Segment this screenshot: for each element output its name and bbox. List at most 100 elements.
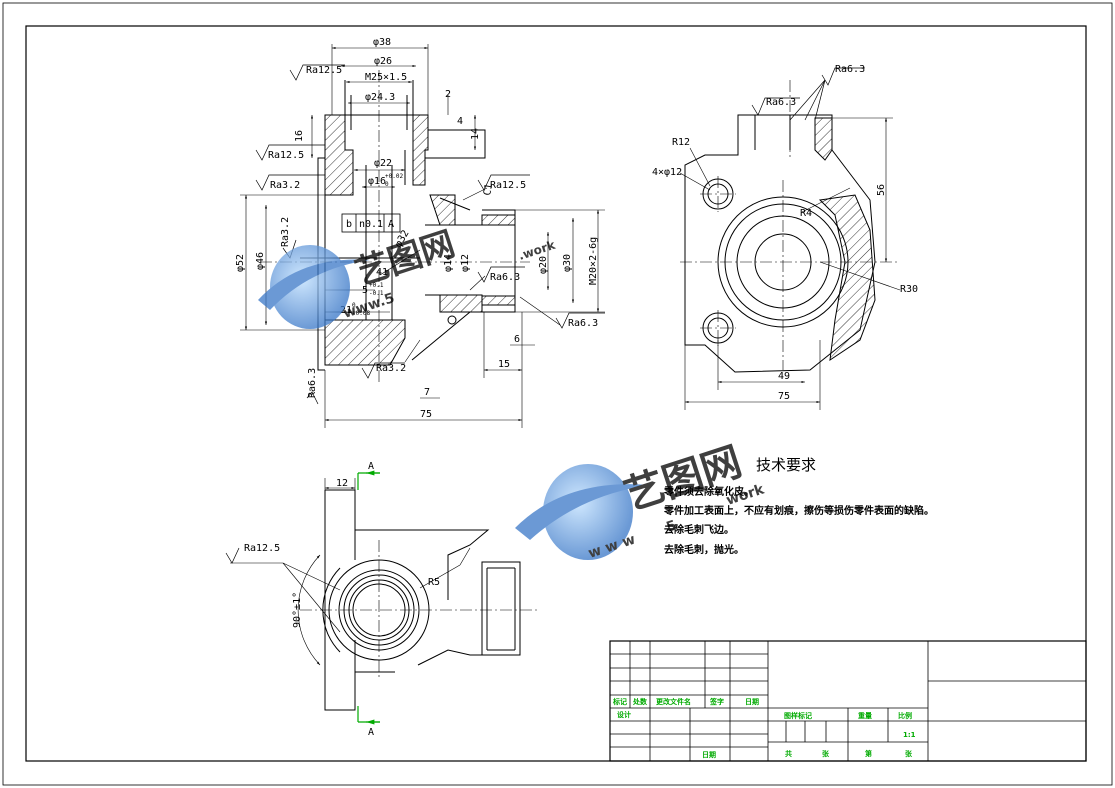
tech-req-title: 技术要求 xyxy=(756,456,816,474)
dim-d46: φ46 xyxy=(255,252,266,270)
dim-5: 5 xyxy=(362,285,368,296)
dim-21: 21 xyxy=(340,305,352,316)
dim-5-tol: +0.1 xyxy=(369,282,384,289)
side-hatching xyxy=(814,117,876,362)
tb-design: 设计 xyxy=(617,710,631,719)
ra-front-3: Ra3.2 xyxy=(270,180,300,191)
dim-d26: φ26 xyxy=(374,56,392,67)
watermark-url-2b: 5 xyxy=(664,518,678,536)
section-label-bottom: A xyxy=(368,727,374,738)
roughness-symbols xyxy=(255,64,605,405)
dim-56: 56 xyxy=(876,184,887,196)
tb-page-unit: 张 xyxy=(905,749,913,758)
tb-date: 日期 xyxy=(702,750,716,759)
top-view-labels: 12 R5 90°±1° A A Ra12.5 xyxy=(244,461,440,738)
dim-21-tol: 0 xyxy=(352,302,356,309)
dim-4-holes: 4×φ12 xyxy=(652,167,682,178)
dim-7: 7 xyxy=(424,387,430,398)
tb-label-date: 日期 xyxy=(745,697,759,706)
section-markers xyxy=(357,470,380,725)
dim-r5: R5 xyxy=(428,577,440,588)
dim-16: 16 xyxy=(294,130,305,142)
title-block xyxy=(609,640,1087,762)
dim-6: 6 xyxy=(514,334,520,345)
tb-scale: 比例 xyxy=(898,711,912,720)
top-dimension-lines xyxy=(230,478,471,666)
dim-d14: φ14 xyxy=(443,254,454,272)
dim-d22: φ22 xyxy=(374,158,392,169)
ra-front-1: Ra12.5 xyxy=(306,65,342,76)
dim-r30: R30 xyxy=(900,284,918,295)
tb-total: 共 xyxy=(785,749,792,758)
side-view xyxy=(679,67,901,410)
tb-label-change: 更改文件名 xyxy=(656,697,691,706)
ra-side-2: Ra6.3 xyxy=(766,97,796,108)
ra-front-7: Ra6.3 xyxy=(568,318,598,329)
dim-d16-tol2: 0 xyxy=(385,181,389,188)
dim-41: 41 xyxy=(376,267,388,278)
dim-d24-3: φ24.3 xyxy=(365,92,395,103)
dim-d30: φ30 xyxy=(562,254,573,272)
dim-d12: φ12 xyxy=(460,254,471,272)
tb-weight: 重量 xyxy=(858,711,872,720)
tb-label-mark: 标记 xyxy=(612,697,627,706)
tol-frame-value: n0.1 xyxy=(359,219,383,230)
tech-req-line-2: 零件加工表面上，不应有划痕，擦伤等损伤零件表面的缺陷。 xyxy=(663,504,934,517)
tech-req-line-3: 去除毛刺飞边。 xyxy=(664,523,734,536)
tol-frame-symbol: b xyxy=(346,219,352,230)
tech-req-line-4: 去除毛刺，抛光。 xyxy=(664,543,744,556)
dim-m20: M20×2-6g xyxy=(588,237,599,285)
dim-5-tol2: -0.1 xyxy=(369,290,384,297)
dim-15: 15 xyxy=(498,359,510,370)
front-view-labels: φ38 φ26 M25×1.5 φ24.3 2 4 14 16 φ22 φ16 … xyxy=(235,37,605,420)
dim-angle: 90°±1° xyxy=(292,592,303,628)
dim-4: 4 xyxy=(457,116,463,127)
dim-d38: φ38 xyxy=(373,37,391,48)
leader-lines xyxy=(379,187,561,363)
dim-d20: φ20 xyxy=(538,256,549,274)
dim-m25: M25×1.5 xyxy=(365,72,407,83)
geometric-tolerance-frame xyxy=(341,213,401,233)
ra-front-5: Ra12.5 xyxy=(490,180,526,191)
side-roughness-symbols xyxy=(751,67,865,121)
dim-d16: φ16 xyxy=(368,176,386,187)
ra-top-1: Ra12.5 xyxy=(244,543,280,554)
dim-d16-tol: +0.02 xyxy=(385,173,403,180)
tb-page: 第 xyxy=(865,749,872,758)
tb-label-sign: 签字 xyxy=(709,697,724,706)
side-dimension-lines xyxy=(679,117,901,410)
ra-front-2: Ra12.5 xyxy=(268,150,304,161)
top-view xyxy=(225,470,540,725)
dim-r12: R12 xyxy=(672,137,690,148)
dim-75-side: 75 xyxy=(778,391,790,402)
ra-side-1: Ra6.3 xyxy=(835,64,865,75)
dim-12: 12 xyxy=(336,478,348,489)
tb-stage-mark: 图样标记 xyxy=(784,711,812,720)
top-center-lines xyxy=(300,540,540,680)
tol-frame-datum: A xyxy=(388,219,394,230)
dim-d52: φ52 xyxy=(235,254,246,272)
watermark-2: 艺图网 w w w 5 work xyxy=(515,439,767,562)
dim-21-tol2: -0.08 xyxy=(352,310,370,317)
dim-75-front: 75 xyxy=(420,409,432,420)
tb-sheet-unit: 张 xyxy=(822,749,830,758)
dim-14: 14 xyxy=(470,128,481,140)
side-view-labels: R12 4×φ12 R4 R30 56 49 75 Ra6.3 Ra6.3 xyxy=(652,64,918,402)
technical-requirements: 技术要求 零件须去除氧化皮。 零件加工表面上，不应有划痕，擦伤等损伤零件表面的缺… xyxy=(663,456,934,556)
ra-front-8: Ra3.2 xyxy=(376,363,406,374)
ra-front-6: Ra6.3 xyxy=(490,272,520,283)
dim-r4: R4 xyxy=(800,208,812,219)
title-block-labels: 标记 处数 更改文件名 签字 日期 设计 日期 图样标记 重量 比例 1:1 共… xyxy=(612,697,916,759)
tb-label-count: 处数 xyxy=(632,697,648,706)
ra-front-9: Ra6.3 xyxy=(307,368,318,398)
ra-front-4: Ra3.2 xyxy=(280,217,291,247)
dim-2: 2 xyxy=(445,89,451,100)
dimension-lines xyxy=(240,44,605,428)
tech-req-line-1: 零件须去除氧化皮。 xyxy=(663,485,754,498)
section-label-top: A xyxy=(368,461,374,472)
dim-c1: C1 xyxy=(482,183,495,197)
tb-scale-value: 1:1 xyxy=(903,731,916,739)
dim-49: 49 xyxy=(778,371,790,382)
